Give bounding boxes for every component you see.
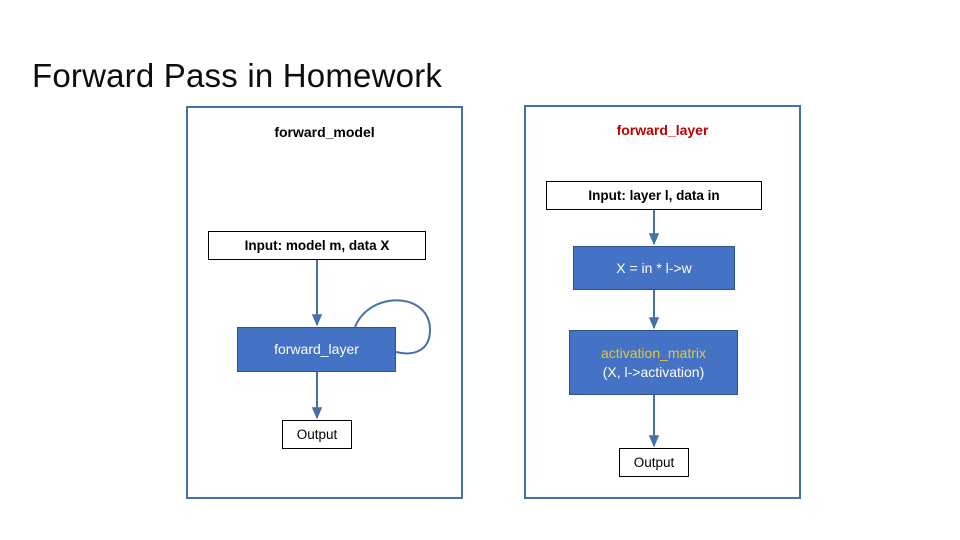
page-title: Forward Pass in Homework bbox=[32, 57, 443, 94]
node-input-model-label: Input: model m, data X bbox=[244, 237, 390, 253]
panel-heading-forward-layer: forward_layer bbox=[616, 122, 709, 138]
node-input-model: Input: model m, data X bbox=[208, 231, 426, 260]
node-output-right-label: Output bbox=[633, 454, 675, 470]
node-activation-matrix[interactable]: activation_matrix (X, l->activation) bbox=[569, 330, 738, 395]
node-activation-matrix-label: activation_matrix bbox=[600, 344, 707, 361]
node-output-left: Output bbox=[282, 420, 352, 449]
node-input-layer: Input: layer l, data in bbox=[546, 181, 762, 210]
panel-heading-forward-model: forward_model bbox=[274, 124, 375, 140]
node-x-equals: X = in * l->w bbox=[573, 246, 735, 290]
node-input-layer-label: Input: layer l, data in bbox=[588, 187, 720, 203]
node-output-right: Output bbox=[619, 448, 689, 477]
node-output-left-label: Output bbox=[296, 426, 338, 442]
node-x-equals-label: X = in * l->w bbox=[616, 259, 692, 276]
node-activation-matrix-args: (X, l->activation) bbox=[602, 363, 705, 380]
node-forward-layer-call-label: forward_layer bbox=[274, 341, 359, 357]
panel-forward-layer bbox=[524, 105, 801, 499]
node-forward-layer-call[interactable]: forward_layer bbox=[237, 327, 396, 372]
